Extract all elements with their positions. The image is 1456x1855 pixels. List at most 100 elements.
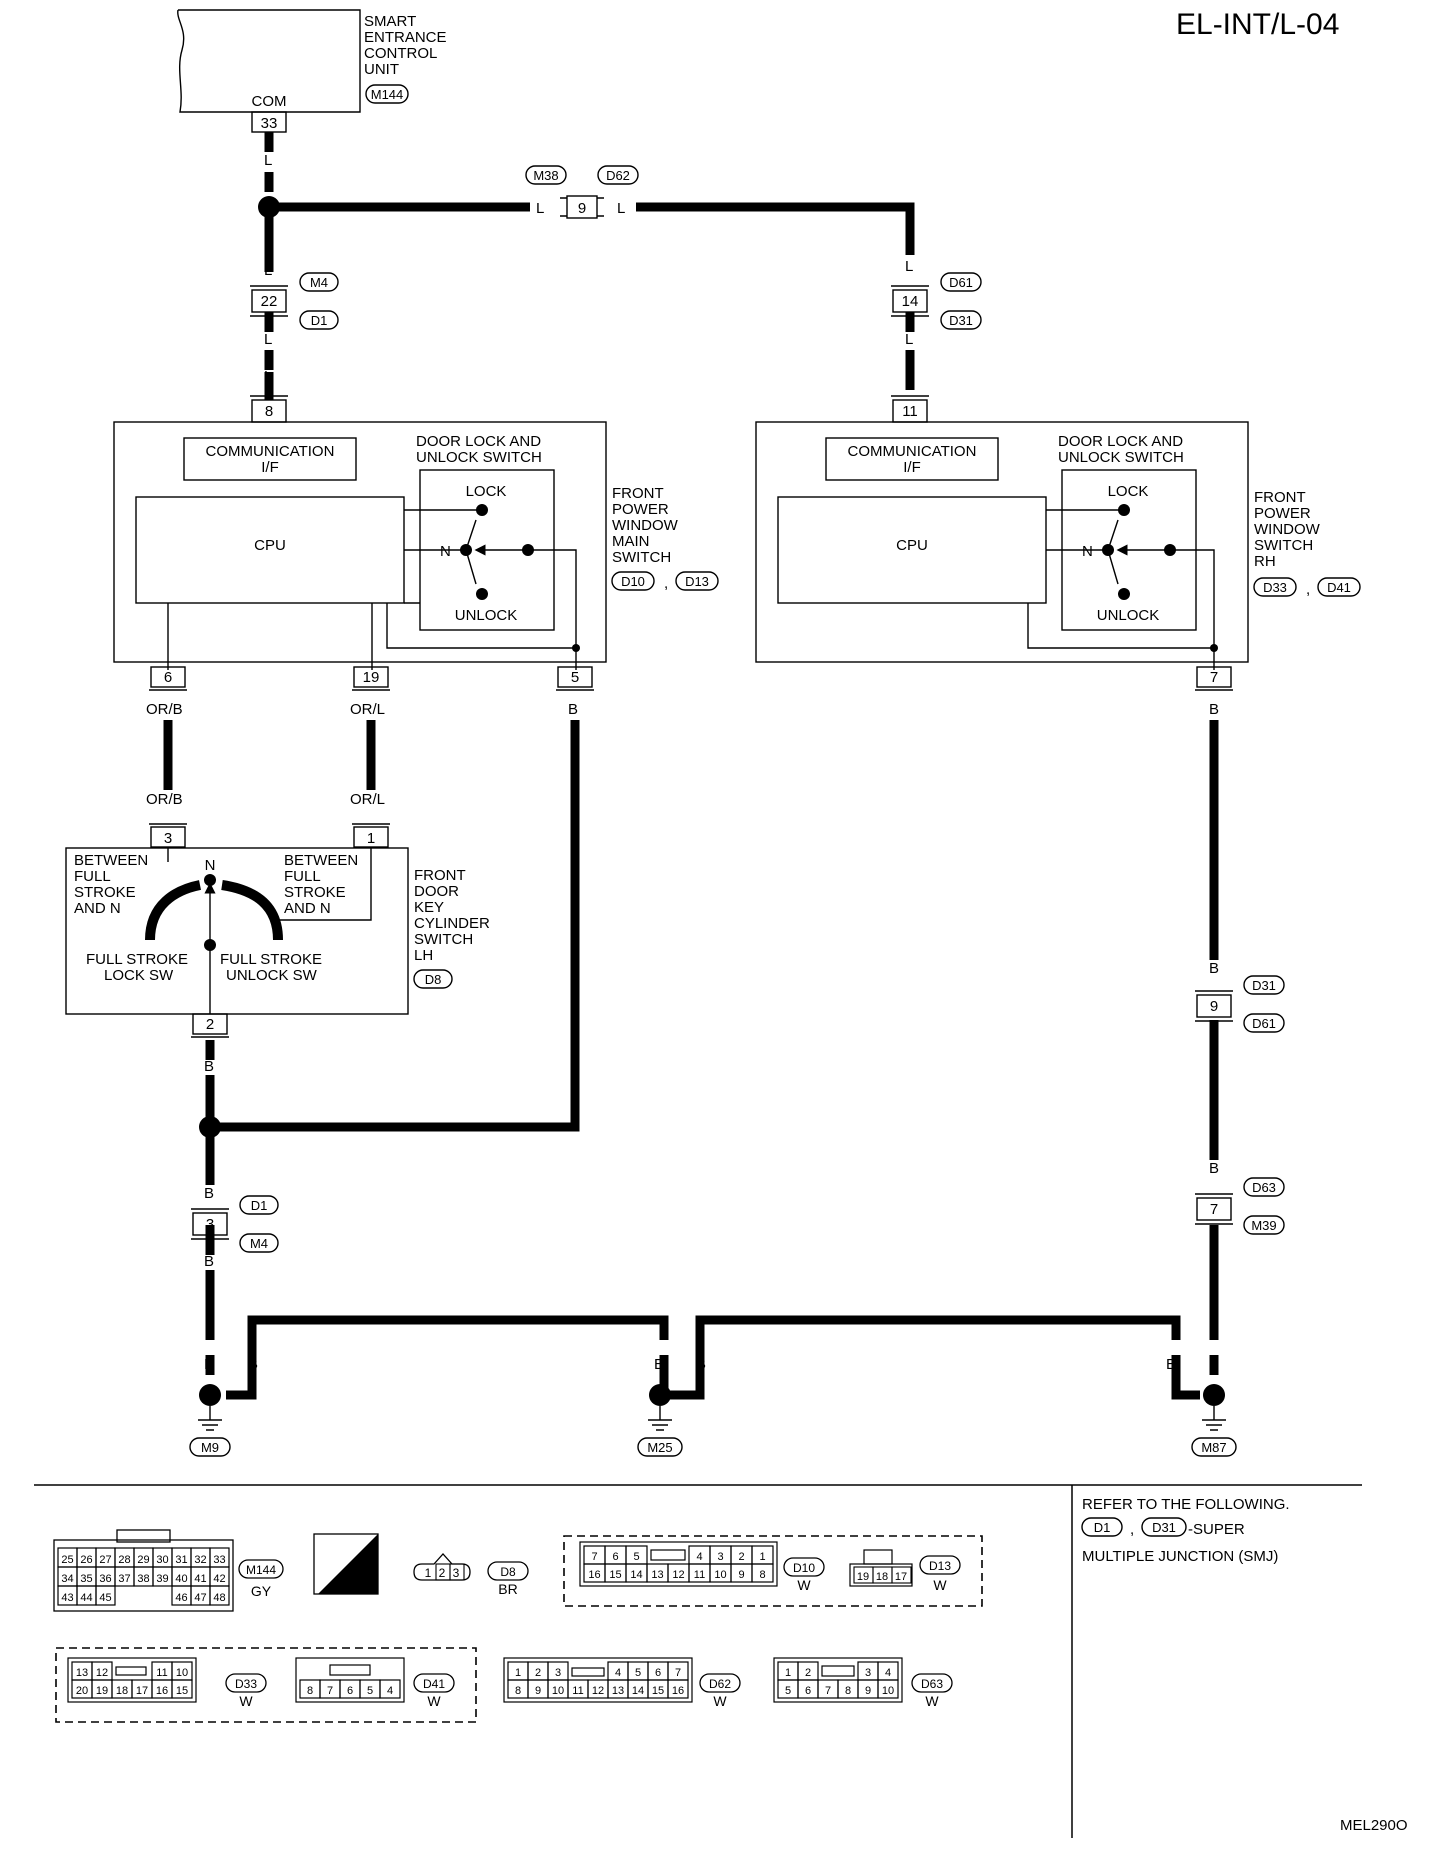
main-conn-2: D13 (685, 574, 709, 589)
d62-cell: 11 (572, 1685, 583, 1697)
d62-cell: 1 (515, 1667, 521, 1679)
joint-m38-d62-pin: 9 (578, 200, 586, 217)
wc-l-1: L (264, 152, 272, 169)
wc-l-7: L (905, 258, 913, 275)
d8-pin: 2 (439, 1566, 446, 1580)
wire-color-labels: L L L L L L L L L OR/B OR/L B B OR/B OR/… (146, 152, 1219, 1373)
note-line-3: MULTIPLE JUNCTION (SMJ) (1082, 1548, 1278, 1565)
d33-cell: 16 (156, 1685, 168, 1697)
joint-d1-label: D1 (311, 313, 328, 328)
d41-cell: 5 (367, 1685, 373, 1697)
wc-orb-2: OR/B (146, 791, 183, 808)
d62-cell: 5 (635, 1667, 641, 1679)
wires (163, 132, 1219, 1400)
m144-cell: 30 (156, 1554, 168, 1566)
wc-b-9: B (696, 1356, 706, 1373)
key-pin-3: 3 (164, 830, 172, 847)
d63-cell: 6 (805, 1685, 811, 1697)
d63-cell: 4 (885, 1667, 891, 1679)
junction-dots (199, 196, 280, 1138)
wc-b-5: B (204, 1253, 214, 1270)
front-power-window-main-switch: 8 COMMUNICATION I/F CPU DOOR LOCK AND UN… (113, 395, 719, 691)
rh-name-2: POWER (1254, 505, 1311, 522)
rh-n: N (1082, 543, 1093, 560)
d8-pin: 3 (453, 1566, 460, 1580)
key-lock-sw-2: LOCK SW (104, 967, 174, 984)
d10-cell: 6 (612, 1551, 618, 1563)
d10-cell: 5 (633, 1551, 639, 1563)
main-name-1: FRONT (612, 485, 664, 502)
joint-d31-label: D31 (949, 313, 973, 328)
joint-d63-m39: 7 D63 M39 (1195, 1177, 1285, 1235)
m144-cell: 46 (175, 1592, 187, 1604)
d10-cell: 7 (591, 1551, 597, 1563)
main-sw-title-1: DOOR LOCK AND (416, 433, 541, 450)
d10-cell: 10 (714, 1569, 726, 1581)
d13-color: W (933, 1577, 947, 1593)
joint-d63-label: D63 (1252, 1180, 1276, 1195)
joint-d63-m39-pin: 7 (1210, 1201, 1218, 1218)
key-name-2: DOOR (414, 883, 459, 900)
wc-b-8: B (654, 1356, 664, 1373)
wc-b-3: B (204, 1058, 214, 1075)
ground-m25-label: M25 (647, 1440, 672, 1455)
ecu-line-3: CONTROL (364, 45, 437, 62)
d41-name: D41 (423, 1677, 445, 1691)
d62-cell: 7 (675, 1667, 681, 1679)
d10-cell: 11 (694, 1569, 705, 1581)
main-pin-6: 6 (164, 669, 172, 686)
rh-cpu: CPU (896, 537, 928, 554)
joint-d31-low-label: D31 (1252, 978, 1276, 993)
ground-m9: M9 (189, 1384, 231, 1457)
d8-name: D8 (500, 1565, 516, 1579)
d10-cell: 15 (609, 1569, 621, 1581)
key-connector: D8 (425, 972, 442, 987)
joint-d61-d31: 14 D61 D31 (891, 272, 982, 330)
key-name-5: SWITCH (414, 931, 473, 948)
joint-m38-label: M38 (533, 168, 558, 183)
diagram-id: EL-INT/L-04 (1176, 8, 1339, 41)
d63-cell: 1 (785, 1667, 791, 1679)
wc-orb-1: OR/B (146, 701, 183, 718)
d62-cell: 12 (592, 1685, 604, 1697)
wc-b-12: B (1209, 960, 1219, 977)
rh-conn-1: D33 (1263, 580, 1287, 595)
wc-b-7: B (248, 1356, 258, 1373)
d62-name: D62 (709, 1677, 731, 1691)
d63-cell: 2 (805, 1667, 811, 1679)
d10-cell: 4 (696, 1551, 702, 1563)
d62-cell: 16 (672, 1685, 684, 1697)
d63-cell: 3 (865, 1667, 871, 1679)
wc-b-15: B (1209, 1227, 1219, 1244)
d13-pin: 17 (895, 1571, 907, 1583)
d33-cell: 18 (116, 1685, 128, 1697)
d63-cell: 5 (785, 1685, 791, 1697)
d62-cell: 15 (652, 1685, 664, 1697)
d8-color: BR (498, 1581, 517, 1597)
note-sep: , (1130, 1521, 1134, 1538)
key-left-4: AND N (74, 900, 121, 917)
m144-cell: 26 (80, 1554, 92, 1566)
joint-d62-label: D62 (606, 168, 630, 183)
wc-b-1: B (568, 701, 578, 718)
rh-pin-7: 7 (1210, 669, 1218, 686)
wc-l-5: L (536, 200, 544, 217)
key-left-3: STROKE (74, 884, 136, 901)
hs-label: H.S. (343, 1575, 372, 1592)
d63-color: W (925, 1693, 939, 1709)
m144-cell: 42 (213, 1573, 225, 1585)
m144-cell: 29 (137, 1554, 149, 1566)
wc-l-9: L (905, 368, 913, 385)
rh-name-3: WINDOW (1254, 521, 1321, 538)
m144-cell: 32 (194, 1554, 206, 1566)
d62-cell: 9 (535, 1685, 541, 1697)
joint-d1-low-label: D1 (251, 1198, 268, 1213)
key-pin-1: 1 (367, 830, 375, 847)
d62-color: W (713, 1693, 727, 1709)
joint-d1-m4-pin: 3 (206, 1216, 214, 1233)
main-cpu: CPU (254, 537, 286, 554)
d33-cell: 12 (96, 1667, 108, 1679)
main-unlock: UNLOCK (455, 607, 518, 624)
m144-cell: 43 (61, 1592, 73, 1604)
